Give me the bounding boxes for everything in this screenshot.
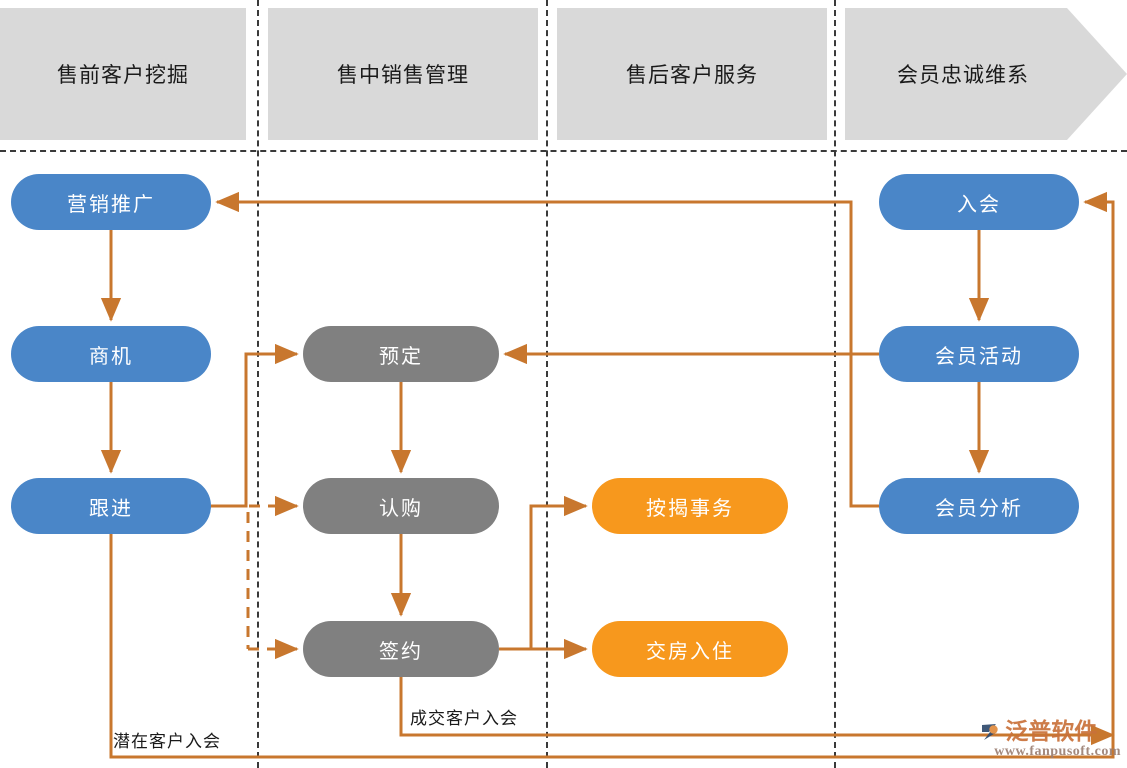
- watermark-brand-row: 泛普软件: [980, 720, 1121, 743]
- node-mortgage[interactable]: 按揭事务: [592, 478, 788, 534]
- node-opportunity-label: 商机: [89, 345, 133, 368]
- node-join-label: 入会: [957, 193, 1001, 216]
- watermark-url: www.fanpusoft.com: [994, 744, 1121, 759]
- header-divider: [0, 150, 1127, 152]
- node-memberanalyze-label: 会员分析: [935, 497, 1023, 520]
- node-memberanalyze[interactable]: 会员分析: [879, 478, 1079, 534]
- watermark: 泛普软件 www.fanpusoft.com: [980, 720, 1121, 760]
- phase-label-aftersale: 售后客户服务: [626, 64, 758, 87]
- node-opportunity[interactable]: 商机: [11, 326, 211, 382]
- node-marketing[interactable]: 营销推广: [11, 174, 211, 230]
- node-memberevent[interactable]: 会员活动: [879, 326, 1079, 382]
- phase-band-presale: 售前客户挖掘: [0, 8, 246, 140]
- node-subscription-label: 认购: [379, 497, 423, 520]
- node-subscription[interactable]: 认购: [303, 478, 499, 534]
- phase-band-aftersale: 售后客户服务: [557, 8, 827, 140]
- node-mortgage-label: 按揭事务: [646, 497, 734, 520]
- phase-band-membership: 会员忠诚维系: [845, 8, 1127, 140]
- edge-contract-mortgage: [499, 495, 588, 651]
- node-join[interactable]: 入会: [879, 174, 1079, 230]
- node-memberevent-label: 会员活动: [935, 345, 1023, 368]
- node-followup-label: 跟进: [89, 497, 133, 520]
- edge-label-potential-join: 潜在客户入会: [113, 732, 221, 751]
- node-handover[interactable]: 交房入住: [592, 621, 788, 677]
- lane-divider-2: [546, 0, 548, 768]
- node-handover-label: 交房入住: [646, 640, 734, 663]
- node-followup[interactable]: 跟进: [11, 478, 211, 534]
- chevron-right-icon: [845, 8, 1127, 140]
- phase-label-presale: 售前客户挖掘: [57, 64, 189, 87]
- node-contract-label: 签约: [379, 640, 423, 663]
- edge-followup-reservation: [211, 343, 299, 508]
- lane-divider-3: [834, 0, 836, 768]
- edge-label-closed-join: 成交客户入会: [410, 709, 518, 728]
- phase-band-insale: 售中销售管理: [268, 8, 538, 140]
- node-reservation-label: 预定: [379, 345, 423, 368]
- fanpu-logo-icon: [982, 723, 998, 740]
- phase-label-insale: 售中销售管理: [337, 64, 469, 87]
- lane-divider-1: [257, 0, 259, 768]
- phase-label-membership: 会员忠诚维系: [897, 64, 1029, 87]
- node-contract[interactable]: 签约: [303, 621, 499, 677]
- watermark-brand: 泛普软件: [1005, 718, 1098, 744]
- node-marketing-label: 营销推广: [67, 193, 155, 216]
- node-reservation[interactable]: 预定: [303, 326, 499, 382]
